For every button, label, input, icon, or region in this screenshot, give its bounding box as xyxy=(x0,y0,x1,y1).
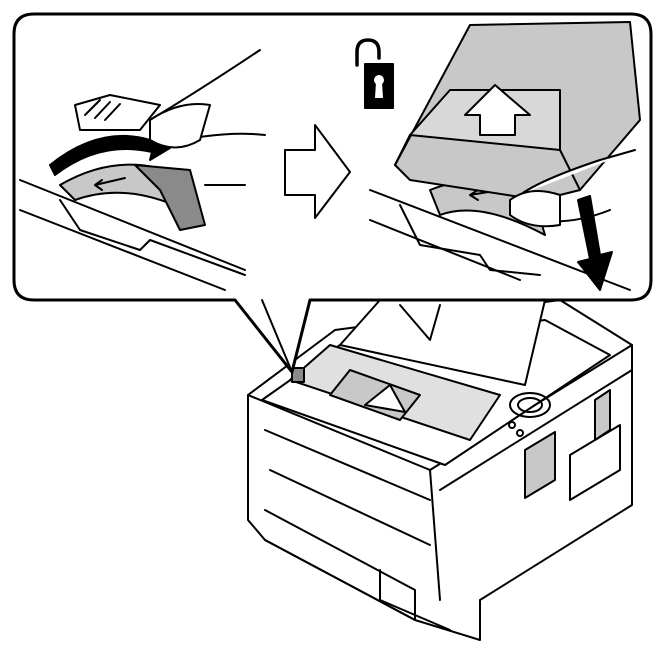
pull-down-arrow-icon xyxy=(577,195,613,291)
step-remove-toner xyxy=(369,21,641,291)
power-button xyxy=(509,392,551,418)
printer xyxy=(247,299,633,641)
next-step-arrow-icon xyxy=(284,124,351,219)
vent xyxy=(524,431,556,499)
unlock-icon xyxy=(355,38,394,109)
push-up-arrow-icon xyxy=(464,84,531,136)
rotate-arrow-icon xyxy=(49,129,171,176)
step-rotate-lever xyxy=(19,49,266,291)
